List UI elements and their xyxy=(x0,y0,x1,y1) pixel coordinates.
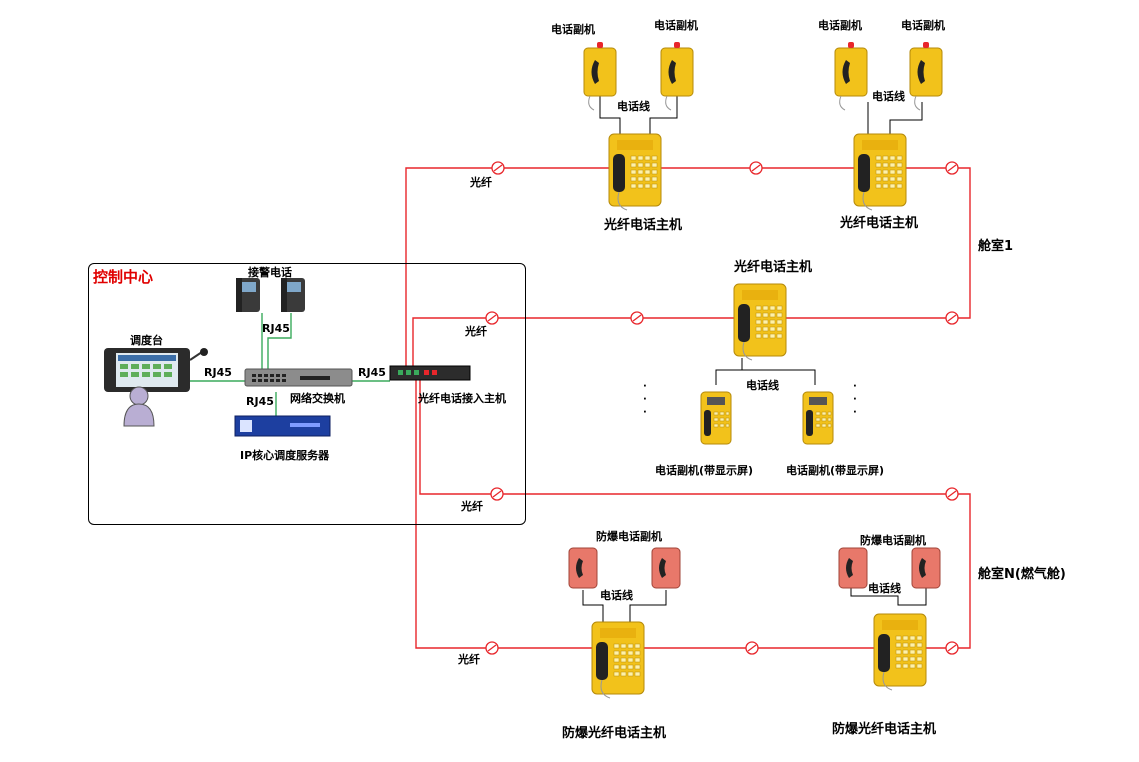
cabinN-label: 舱室N(燃气舱) xyxy=(978,567,1066,582)
extension-label-4: 电话副机 xyxy=(901,19,945,32)
ethernet-lines xyxy=(190,313,390,416)
ellipsis-right: ··· xyxy=(853,381,857,418)
phone-line-label-3: 电话线 xyxy=(746,379,779,392)
control-center-box xyxy=(88,263,526,525)
phone-line-label-1: 电话线 xyxy=(617,100,650,113)
rj45-label-console: RJ45 xyxy=(204,366,232,379)
host-label-3: 光纤电话主机 xyxy=(734,260,813,275)
phone-line-label-4: 电话线 xyxy=(600,589,633,602)
host-label-1: 光纤电话主机 xyxy=(604,218,683,233)
display-ext-label-1: 电话副机(带显示屏) xyxy=(655,464,754,477)
dispatch-console xyxy=(104,348,208,392)
phone-line-label-2: 电话线 xyxy=(872,90,905,103)
phone-lines xyxy=(582,96,927,622)
ex-host-label-2: 防爆光纤电话主机 xyxy=(832,722,937,737)
switch-label: 网络交换机 xyxy=(290,392,345,405)
fiber-label-4: 光纤 xyxy=(458,653,480,666)
console-label: 调度台 xyxy=(130,334,163,347)
fiber-access-host xyxy=(389,365,471,381)
extension-label-3: 电话副机 xyxy=(818,19,862,32)
alarm-phone-label: 接警电话 xyxy=(248,266,292,279)
server-label: IP核心调度服务器 xyxy=(240,449,330,462)
extension-label-1: 电话副机 xyxy=(551,23,595,36)
ex-host-label-1: 防爆光纤电话主机 xyxy=(562,726,667,741)
cabin1-label: 舱室1 xyxy=(978,239,1014,254)
extension-label-2: 电话副机 xyxy=(654,19,698,32)
control-center-title: 控制中心 xyxy=(93,268,154,286)
ip-core-server xyxy=(234,415,331,437)
ex-fiber-phone-hosts xyxy=(591,613,927,699)
ellipsis-left: ··· xyxy=(643,381,647,418)
rj45-label-server: RJ45 xyxy=(246,395,274,408)
access-host-label: 光纤电话接入主机 xyxy=(418,392,506,405)
ex-ext-label-2: 防爆电话副机 xyxy=(860,534,926,547)
fiber-label-2: 光纤 xyxy=(465,325,487,338)
display-ext-label-2: 电话副机(带显示屏) xyxy=(786,464,885,477)
rj45-label-phones: RJ45 xyxy=(262,322,290,335)
phone-line-label-5: 电话线 xyxy=(868,582,901,595)
rj45-label-access: RJ45 xyxy=(358,366,386,379)
network-switch xyxy=(244,368,353,387)
fiber-label-3: 光纤 xyxy=(461,500,483,513)
ex-ext-label-1: 防爆电话副机 xyxy=(596,530,662,543)
host-label-2: 光纤电话主机 xyxy=(840,216,919,231)
operator-avatar xyxy=(123,386,155,427)
display-extension-phones xyxy=(700,391,834,445)
fiber-label-1: 光纤 xyxy=(470,176,492,189)
